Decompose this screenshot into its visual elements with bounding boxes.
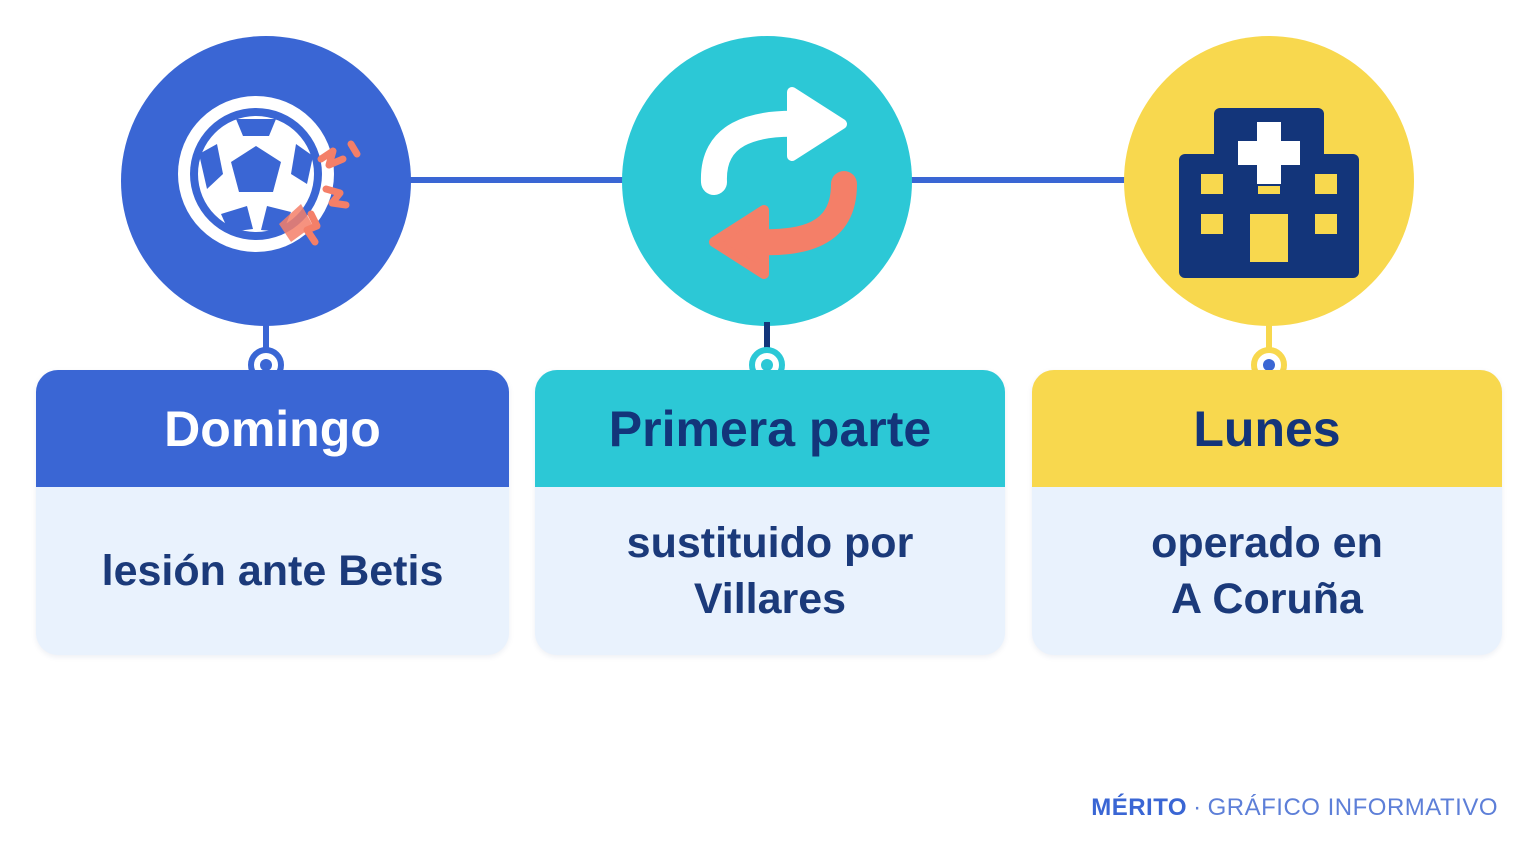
step-2-card: Primera parte sustituido por Villares (535, 370, 1005, 655)
footer-separator: · (1193, 794, 1202, 821)
footer-subtitle: GRÁFICO INFORMATIVO (1207, 794, 1498, 821)
step-3-description: operado en A Coruña (1151, 519, 1383, 623)
soccer-ball-injury-icon (151, 64, 381, 299)
step-3-title: Lunes (1032, 370, 1502, 487)
step-1-stem (263, 322, 269, 356)
footer-credit: MÉRITO·GRÁFICO INFORMATIVO (1091, 794, 1498, 822)
step-3-card: Lunes operado en A Coruña (1032, 370, 1502, 655)
step-1-card: Domingo lesión ante Betis (36, 370, 509, 655)
step-1-title: Domingo (36, 370, 509, 487)
substitution-arrows-icon (652, 64, 882, 299)
timeline-connector-2 (905, 177, 1130, 183)
hospital-icon (1154, 64, 1384, 299)
step-3-icon-circle (1124, 36, 1414, 326)
step-2-description: sustituido por Villares (626, 519, 914, 623)
step-2-title: Primera parte (535, 370, 1005, 487)
step-1-description: lesión ante Betis (101, 547, 444, 595)
step-3-stem (1266, 322, 1272, 356)
timeline-connector-1 (405, 177, 630, 183)
step-1-icon-circle (121, 36, 411, 326)
footer-brand: MÉRITO (1091, 794, 1188, 821)
step-2-icon-circle (622, 36, 912, 326)
step-2-stem (764, 322, 770, 356)
